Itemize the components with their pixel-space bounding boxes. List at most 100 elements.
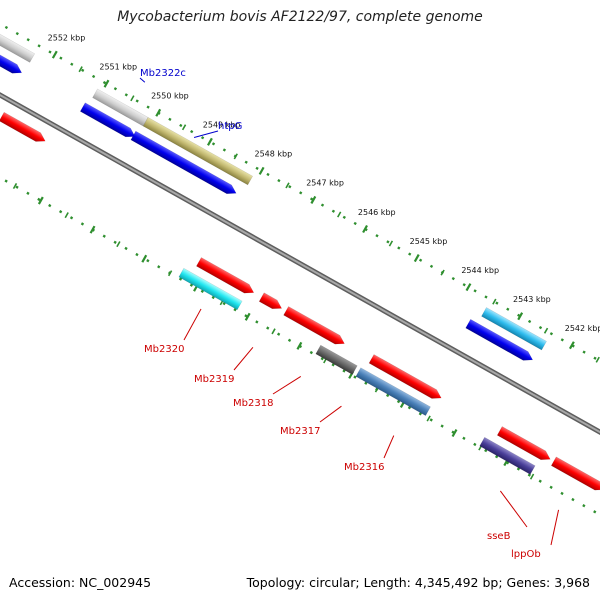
inner-track-dot: [4, 179, 8, 183]
outer-minor-tick: [233, 153, 238, 160]
outer-tick: [465, 283, 472, 292]
inner-track-dot: [113, 240, 117, 244]
leader-Mb2322c: [139, 77, 146, 83]
inner-tick: [244, 312, 251, 321]
outer-track-dot: [549, 332, 554, 336]
outer-track-dot: [506, 307, 510, 311]
outer-track-dot: [91, 74, 96, 79]
tick-label: 2547 kbp: [306, 179, 344, 188]
tick-label: 2544 kbp: [461, 266, 499, 275]
outer-track-dot: [211, 142, 216, 146]
feature-blue-2: [79, 102, 136, 138]
feature-red-Mb2319: [258, 292, 283, 310]
inner-track-dot: [69, 216, 74, 220]
feature-red-Mb2320: [196, 257, 255, 294]
feature-red-sseB: [496, 426, 551, 460]
outer-track-dot: [386, 240, 390, 244]
outer-tick: [155, 108, 162, 117]
outer-track-dot: [26, 38, 30, 42]
inner-track-dot: [429, 418, 433, 422]
tick-label: 2545 kbp: [410, 237, 448, 246]
inner-tick: [141, 254, 148, 263]
feature-purple-sseB: [479, 436, 536, 475]
leader-Mb2316: [383, 435, 395, 459]
inner-track-dot: [80, 222, 85, 226]
feature-dgray-Mb2317: [315, 344, 358, 375]
inner-track-dot: [462, 436, 466, 440]
outer-tick: [517, 312, 524, 321]
inner-track-dot: [124, 246, 128, 251]
outer-track-dot: [342, 215, 346, 219]
inner-track-dot: [309, 350, 313, 355]
inner-track-dot: [37, 197, 41, 202]
inner-track-dot: [15, 185, 19, 189]
genome-info-text: Topology: circular; Length: 4,345,492 bp…: [246, 575, 590, 590]
feature-cyan-Mb2320: [178, 267, 243, 311]
inner-track-dot: [353, 375, 357, 379]
inner-track-dot: [571, 497, 575, 502]
inner-minor-tick: [529, 473, 535, 480]
outer-tick: [258, 166, 265, 175]
label-Mb2320: Mb2320: [144, 344, 184, 355]
outer-tick: [568, 341, 575, 350]
label-Mb2317: Mb2317: [280, 426, 320, 437]
outer-track-dot: [299, 191, 303, 195]
label-leaders: [139, 77, 560, 546]
inner-track-dot: [48, 203, 52, 208]
inner-track-dot: [255, 320, 259, 324]
outer-tick: [207, 137, 213, 146]
outer-tick: [413, 254, 420, 263]
inner-track-dot: [135, 252, 139, 257]
outer-track-dot: [102, 80, 107, 85]
feature-lblue-1: [481, 307, 547, 351]
outer-minor-tick: [595, 356, 600, 363]
label-Mb2319: Mb2319: [194, 374, 234, 385]
inner-track-dot: [102, 234, 106, 238]
leader-Mb2318: [272, 376, 302, 395]
inner-track-dot: [287, 338, 292, 342]
inner-track-dot: [560, 491, 564, 496]
tick-label: 2543 kbp: [513, 295, 551, 304]
accession-text: Accession: NC_002945: [9, 575, 152, 590]
tick-label: 2551 kbp: [99, 63, 137, 72]
gene-features: [0, 28, 600, 491]
inner-track-dot: [266, 326, 270, 330]
outer-track-dot: [320, 203, 325, 207]
outer-track-dot: [200, 136, 205, 140]
outer-minor-tick: [388, 240, 394, 247]
outer-tick: [103, 79, 110, 88]
inner-minor-tick: [271, 328, 276, 335]
outer-track-dot: [70, 62, 74, 66]
inner-track-dot: [549, 485, 553, 489]
outer-track-dot: [560, 338, 564, 342]
inner-track-dot: [582, 504, 586, 508]
inner-track-dot: [277, 332, 281, 336]
outer-track-dot: [484, 295, 488, 299]
label-Mb2316: Mb2316: [344, 462, 384, 473]
leader-Mb2320: [183, 308, 202, 341]
leader-sseB: [499, 490, 528, 528]
outer-track-dot: [473, 289, 477, 293]
feature-red-lppOb: [550, 456, 600, 491]
outer-minor-tick: [285, 182, 290, 189]
outer-track-dot: [244, 160, 248, 164]
outer-track-dot: [593, 356, 597, 360]
outer-track-dot: [124, 93, 128, 97]
inner-track-dot: [146, 259, 150, 263]
tick-label: 2542 kbp: [565, 324, 600, 333]
outer-minor-tick: [130, 95, 135, 102]
outer-tick: [310, 195, 317, 204]
backbone-line: [0, 92, 600, 436]
outer-track-dot: [408, 252, 412, 256]
outer-track-dot: [582, 350, 586, 354]
label-sseB: sseB: [487, 531, 511, 542]
inner-minor-tick: [426, 415, 431, 422]
inner-minor-tick: [64, 212, 69, 219]
feature-red-Mb2318: [283, 306, 345, 345]
outer-track-dot: [266, 172, 270, 177]
outer-track-dot: [190, 129, 194, 134]
outer-track-dot: [331, 209, 336, 213]
leader-lppOb: [550, 509, 560, 546]
